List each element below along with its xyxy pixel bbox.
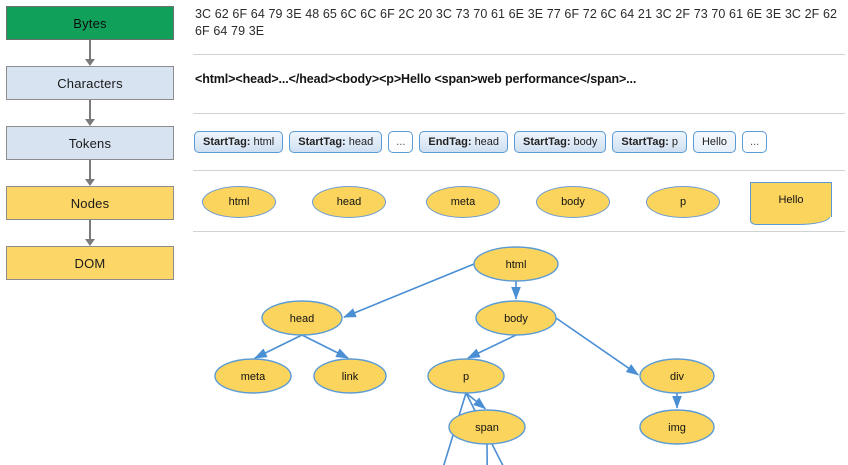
tree-node-label: p [463,371,469,383]
token-chip-value: html [253,136,275,148]
tree-node-label: body [504,313,528,325]
ellipse-shape [427,358,505,394]
pipeline-step-characters[interactable]: Characters [6,66,174,100]
token-chip-value: ... [750,136,760,148]
ellipse-shape [448,409,526,445]
tree-node-element[interactable]: html [473,246,559,282]
tree-edge [555,317,640,376]
bytes-hex-text: 3C 62 6F 64 79 3E 48 65 6C 6C 6F 2C 20 3… [195,7,838,38]
ellipse-shape [313,358,387,394]
token-chip-value: ... [396,136,406,148]
ellipse-shape [475,300,557,336]
tree-node-element[interactable]: p [427,358,505,394]
tree-edge [486,443,488,465]
tree-edge [467,334,517,359]
tree-node-layer: htmlheadbodymetalinkpdivHello,spanstuden… [214,246,715,445]
token-chip[interactable]: StartTag:head [289,131,383,153]
row-divider-1 [193,54,845,55]
tree-edge [343,263,475,318]
tree-node-element[interactable]: img [639,409,715,445]
token-chip-kind: StartTag: [298,136,346,148]
node-ellipse[interactable]: head [312,186,386,218]
tree-node-element[interactable]: body [475,300,557,336]
pipeline-step-nodes[interactable]: Nodes [6,186,174,220]
token-chip-value: body [573,136,598,148]
node-shape-row: html head meta body p Hello [194,182,846,226]
token-chip-value: p [671,136,678,148]
token-chip-kind: StartTag: [523,136,571,148]
pipeline-arrow-1 [85,40,95,66]
token-chip[interactable]: StartTag:html [194,131,284,153]
node-ellipse[interactable]: html [202,186,276,218]
ellipse-shape [214,358,292,394]
ellipse-shape [261,300,343,336]
tree-node-element[interactable]: div [639,358,715,394]
token-chip[interactable]: ... [388,131,414,153]
ellipse-shape [639,409,715,445]
pipeline-step-bytes[interactable]: Bytes [6,6,174,40]
node-ellipse[interactable]: body [536,186,610,218]
tree-node-label: meta [241,371,266,383]
dom-tree: htmlheadbodymetalinkpdivHello,spanstuden… [185,238,848,465]
row-divider-4 [193,231,845,232]
token-chip[interactable]: ... [742,131,768,153]
row-divider-3 [193,170,845,171]
node-document[interactable]: Hello [749,182,832,225]
token-chip-value: head [348,136,374,148]
tree-node-label: span [475,422,499,434]
tree-node-element[interactable]: link [313,358,387,394]
pipeline-arrow-2 [85,100,95,126]
token-chip-kind: EndTag: [428,136,472,148]
token-chip[interactable]: EndTag:head [419,131,509,153]
token-chip-kind: StartTag: [621,136,669,148]
tree-edge [301,334,349,359]
tree-node-label: head [290,313,314,325]
token-chip[interactable]: StartTag:body [514,131,607,153]
node-ellipse[interactable]: p [646,186,720,218]
ellipse-shape [639,358,715,394]
tree-node-label: link [342,371,359,383]
node-ellipse[interactable]: meta [426,186,500,218]
tree-node-label: html [506,259,527,271]
row-divider-2 [193,113,845,114]
tree-edge [465,392,487,410]
tree-node-element[interactable]: meta [214,358,292,394]
pipeline-step-tokens[interactable]: Tokens [6,126,174,160]
tree-node-label: div [670,371,685,383]
token-chip-value: Hello [701,136,728,148]
characters-markup-text: <html><head>...</head><body><p>Hello <sp… [195,72,637,86]
pipeline-arrow-3 [85,160,95,186]
tree-node-label: img [668,422,686,434]
pipeline-step-dom[interactable]: DOM [6,246,174,280]
pipeline-arrow-4 [85,220,95,246]
token-chip-kind: StartTag: [203,136,251,148]
tree-node-element[interactable]: span [448,409,526,445]
token-chip-value: head [474,136,500,148]
tree-node-element[interactable]: head [261,300,343,336]
tree-edge [254,334,303,359]
token-chip[interactable]: Hello [692,131,737,153]
ellipse-shape [473,246,559,282]
token-chip[interactable]: StartTag:p [612,131,687,153]
